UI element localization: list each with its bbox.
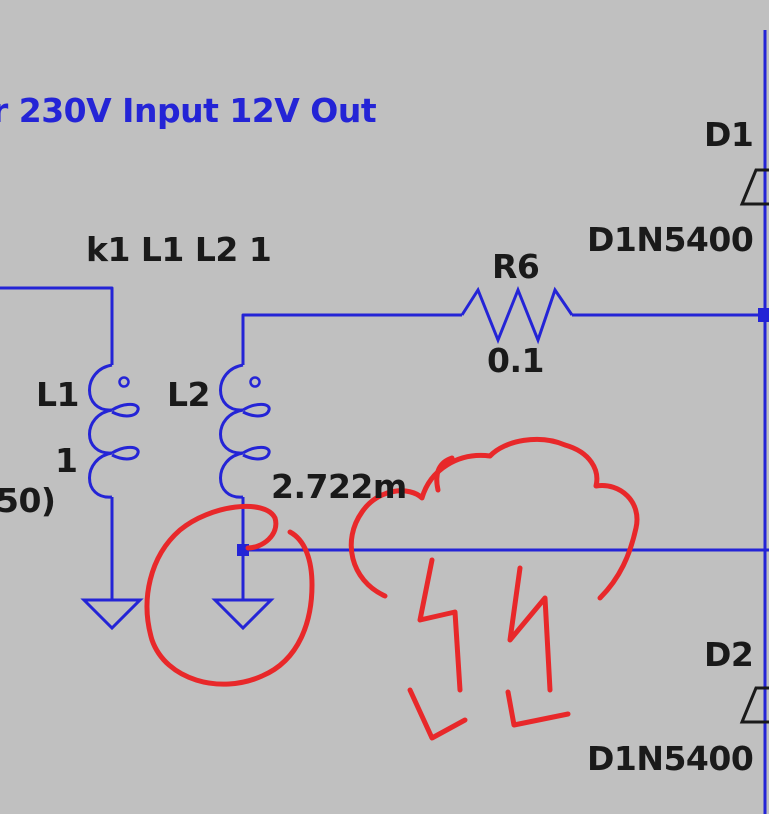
diode-d2[interactable] [739,686,769,724]
l2-polarity-dot [249,376,261,388]
spice-directive[interactable]: k1 L1 L2 1 [86,230,272,269]
l1-extra: 50) [0,481,56,520]
diode-d1[interactable] [739,168,769,206]
red-lightning-left [417,557,463,693]
inductor-l2[interactable] [219,363,271,499]
red-circle-annotation [144,503,315,687]
junction-node-right[interactable] [758,308,769,322]
l1-value: 1 [55,441,78,480]
d1-model: D1N5400 [587,220,754,259]
d2-model: D1N5400 [587,739,754,778]
wire-l1-top[interactable] [0,286,114,365]
d2-name: D2 [704,635,754,674]
r6-value: 0.1 [487,341,544,380]
schematic-comment: r 230V Input 12V Out [0,91,377,130]
l1-name: L1 [36,375,80,414]
red-ground-mark-left [407,687,468,741]
wires [0,30,769,814]
inductor-l1[interactable] [88,363,140,499]
resistor-r6[interactable] [460,285,574,345]
ground-symbol-l2[interactable] [211,598,275,631]
red-cloud-annotation [348,437,640,601]
red-cloud-bump [434,455,455,493]
d1-name: D1 [704,115,754,154]
red-lightning-right [507,565,553,693]
red-ground-mark-right [505,689,571,728]
ground-symbol-l1[interactable] [80,598,144,631]
wire-l2-top[interactable] [241,313,462,365]
l2-name: L2 [167,375,211,414]
r6-name: R6 [492,247,540,286]
l1-polarity-dot [118,376,130,388]
l2-value: 2.722m [271,467,407,506]
